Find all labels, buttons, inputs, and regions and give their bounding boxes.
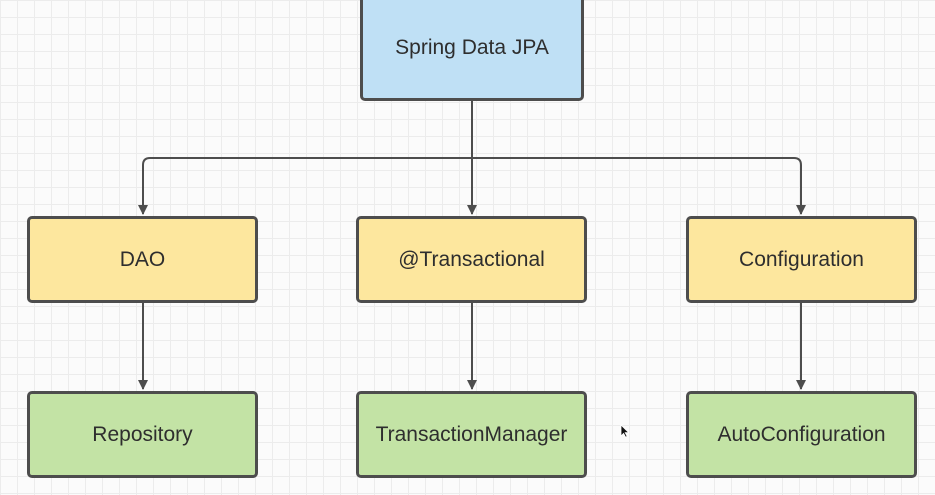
node-label: Repository (92, 422, 193, 446)
node-label: AutoConfiguration (717, 422, 886, 446)
node-label: DAO (119, 247, 166, 271)
node-configuration[interactable]: Configuration (686, 216, 917, 303)
node-auto-configuration[interactable]: AutoConfiguration (686, 391, 917, 478)
node-label: TransactionManager (375, 422, 568, 446)
node-label: Configuration (739, 247, 864, 271)
node-dao[interactable]: DAO (27, 216, 258, 303)
node-label: Spring Data JPA (395, 35, 549, 59)
node-spring-data-jpa[interactable]: Spring Data JPA (360, 0, 584, 101)
node-repository[interactable]: Repository (27, 391, 258, 478)
node-transaction-manager[interactable]: TransactionManager (356, 391, 587, 478)
node-label: @Transactional (398, 247, 545, 271)
edge-root-to-dao (138, 101, 473, 215)
mouse-pointer-icon (620, 424, 630, 438)
edge-root-to-configuration (472, 157, 806, 215)
node-transactional[interactable]: @Transactional (356, 216, 587, 303)
